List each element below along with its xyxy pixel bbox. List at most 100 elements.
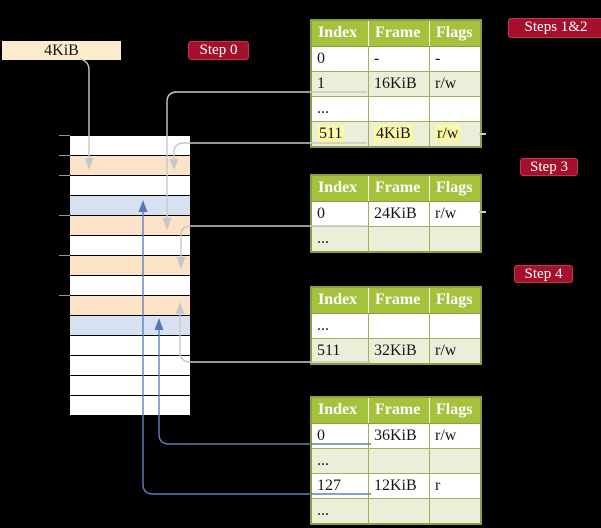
memory-frame-40kib [70, 336, 190, 356]
address-tick [59, 155, 70, 156]
cell-index: 511 [310, 121, 369, 148]
highlighted-value: r/w [435, 124, 461, 142]
memory-frame-0 [70, 136, 190, 156]
table-row: ... [310, 448, 482, 474]
cell-frame [368, 448, 430, 474]
table-row: ... [310, 313, 482, 339]
cell-flags: - [429, 46, 482, 72]
memory-frame-28kib [70, 276, 190, 296]
cell-index: ... [310, 313, 369, 339]
memory-frame-44kib [70, 356, 190, 376]
cell-flags: r/w [429, 201, 482, 227]
column-header-frame: Frame [368, 287, 430, 314]
cell-frame: 24KiB [368, 201, 430, 227]
step-4-label: Step 4 [524, 266, 563, 282]
column-header-flags: Flags [429, 20, 481, 47]
address-tick [59, 175, 70, 176]
table-header-row: Index Frame Flags [311, 175, 481, 202]
address-tick [59, 295, 70, 296]
cell-index: 1 [310, 71, 369, 97]
cell-index: ... [310, 448, 369, 474]
memory-frame-52kib [70, 396, 190, 416]
cell-flags [429, 313, 482, 339]
page-size-label: 4KiB [44, 42, 79, 59]
cell-frame [368, 96, 430, 122]
memory-frame-32kib [70, 296, 190, 316]
table-row: 1 16KiB r/w [310, 71, 482, 97]
cell-flags: r/w [429, 71, 482, 97]
column-header-index: Index [311, 175, 369, 202]
cell-index: ... [310, 226, 369, 253]
table-row: 0 36KiB r/w [310, 423, 482, 449]
step-3-badge: Step 3 [520, 158, 578, 176]
cell-index: 0 [310, 46, 369, 72]
cell-flags: r/w [429, 423, 482, 449]
cell-flags: r/w [429, 338, 482, 365]
cell-frame: 16KiB [368, 71, 430, 97]
cell-flags: r/w [429, 121, 482, 148]
level-3-page-table: Index Frame Flags 0 24KiB r/w ... [310, 174, 482, 253]
column-header-frame: Frame [368, 175, 430, 202]
level-2-page-table: Index Frame Flags ... 511 32KiB r/w [310, 286, 482, 365]
step-4-badge: Step 4 [514, 265, 573, 283]
cell-flags: r [429, 473, 482, 499]
highlighted-value: 4KiB [374, 124, 413, 142]
highlighted-value: 511 [317, 124, 345, 142]
address-tick [59, 255, 70, 256]
memory-frame-4kib [70, 156, 190, 176]
cell-frame: - [368, 46, 430, 72]
level-1-page-table: Index Frame Flags 0 36KiB r/w ... 127 12… [310, 396, 482, 525]
memory-frame-8kib [70, 176, 190, 196]
cell-flags [429, 448, 482, 474]
steps-1-2-label: Steps 1&2 [524, 19, 588, 35]
cell-index: 0 [310, 201, 369, 227]
column-header-flags: Flags [429, 397, 481, 424]
page-size-box: 4KiB [2, 41, 121, 60]
cell-frame [368, 226, 430, 253]
table-header-row: Index Frame Flags [311, 397, 481, 424]
column-header-index: Index [311, 287, 369, 314]
table-row: ... [310, 96, 482, 122]
address-tick [59, 215, 70, 216]
table-row: 511 32KiB r/w [310, 338, 482, 365]
cell-frame: 36KiB [368, 423, 430, 449]
memory-frame-20kib [70, 236, 190, 256]
memory-frame-16kib [70, 216, 190, 236]
step-0-label: Step 0 [199, 42, 238, 58]
cell-flags [429, 498, 482, 525]
table-row: ... [310, 226, 482, 253]
cell-index: 0 [310, 423, 369, 449]
cell-index: 127 [310, 473, 369, 499]
table-row: 127 12KiB r [310, 473, 482, 499]
table-row: 0 24KiB r/w [310, 201, 482, 227]
memory-frame-36kib [70, 316, 190, 336]
memory-frame-24kib [70, 256, 190, 276]
column-header-frame: Frame [368, 20, 430, 47]
cell-frame: 4KiB [368, 121, 430, 148]
steps-1-2-badge: Steps 1&2 [508, 18, 601, 38]
table-header-row: Index Frame Flags [311, 20, 481, 47]
cell-frame [368, 498, 430, 525]
step-3-label: Step 3 [530, 159, 568, 175]
step-0-badge: Step 0 [188, 41, 249, 60]
address-tick [59, 135, 70, 136]
memory-frame-12kib [70, 196, 190, 216]
cell-index: ... [310, 96, 369, 122]
column-header-flags: Flags [429, 287, 481, 314]
cell-frame: 32KiB [368, 338, 430, 365]
cell-index: ... [310, 498, 369, 525]
column-header-index: Index [311, 20, 369, 47]
column-header-flags: Flags [429, 175, 481, 202]
cell-flags [429, 226, 482, 253]
table-row-highlighted: 511 4KiB r/w [310, 121, 482, 148]
column-header-index: Index [311, 397, 369, 424]
cell-frame: 12KiB [368, 473, 430, 499]
table-row: 0 - - [310, 46, 482, 72]
level-4-page-table: Index Frame Flags 0 - - 1 16KiB r/w ... … [310, 19, 482, 148]
cell-flags [429, 96, 482, 122]
physical-memory-strip [70, 135, 190, 416]
cell-frame [368, 313, 430, 339]
table-row: ... [310, 498, 482, 525]
memory-frame-48kib [70, 376, 190, 396]
